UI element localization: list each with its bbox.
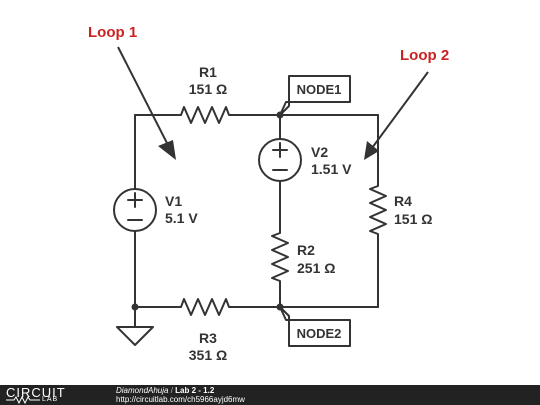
node1-flag (279, 75, 351, 116)
node2-label: NODE2 (297, 326, 342, 341)
resistor-r4 (369, 114, 387, 308)
r1-value: 151 Ω (189, 81, 227, 97)
v1-name: V1 (165, 193, 182, 209)
resistor-r1 (134, 106, 281, 124)
logo-text-bottom: LAB (42, 396, 59, 403)
node1-label: NODE1 (297, 82, 342, 97)
r4-name: R4 (394, 193, 412, 209)
path-separator: / (168, 386, 176, 395)
r2-value: 251 Ω (297, 260, 335, 276)
v1-value: 5.1 V (165, 210, 198, 226)
circuit-schematic: Loop 1 Loop 2 R1 151 Ω V1 5.1 V V2 1.51 … (88, 24, 449, 363)
v2-value: 1.51 V (311, 161, 352, 177)
r4-value: 151 Ω (394, 211, 432, 227)
junction-ground (131, 303, 139, 311)
author-link[interactable]: DiamondAhuja (116, 386, 169, 395)
r2-name: R2 (297, 242, 315, 258)
loop1-arrowhead-icon (158, 140, 176, 160)
circuitlab-logo[interactable]: CIRCUIT LAB (6, 385, 96, 404)
schematic-url[interactable]: http://circuitlab.com/ch5966ayjd6mw (116, 395, 245, 404)
footer-bar: CIRCUIT LAB DiamondAhuja / Lab 2 - 1.2 h… (0, 385, 540, 405)
v2-plus-icon (272, 142, 288, 158)
loop1-arrow (117, 46, 170, 148)
loop2-label: Loop 2 (400, 47, 449, 64)
v1-plus-icon (127, 192, 143, 208)
project-title[interactable]: Lab 2 - 1.2 (175, 386, 215, 395)
logo-resistor-icon (6, 396, 40, 404)
r1-name: R1 (199, 64, 217, 80)
schematic-meta: DiamondAhuja / Lab 2 - 1.2 http://circui… (116, 386, 245, 404)
loop2-arrowhead-icon (364, 141, 379, 160)
resistor-r2 (271, 180, 289, 308)
loop2-arrow (371, 71, 429, 149)
ground-icon (116, 326, 154, 346)
r3-value: 351 Ω (189, 347, 227, 363)
resistor-r3 (134, 298, 281, 316)
v2-name: V2 (311, 144, 328, 160)
r3-name: R3 (199, 330, 217, 346)
junction-node2 (276, 303, 284, 311)
node2-flag (279, 306, 351, 347)
logo-text-top: CIRCUIT (6, 385, 66, 400)
junction-node1 (276, 111, 284, 119)
loop1-label: Loop 1 (88, 24, 137, 41)
